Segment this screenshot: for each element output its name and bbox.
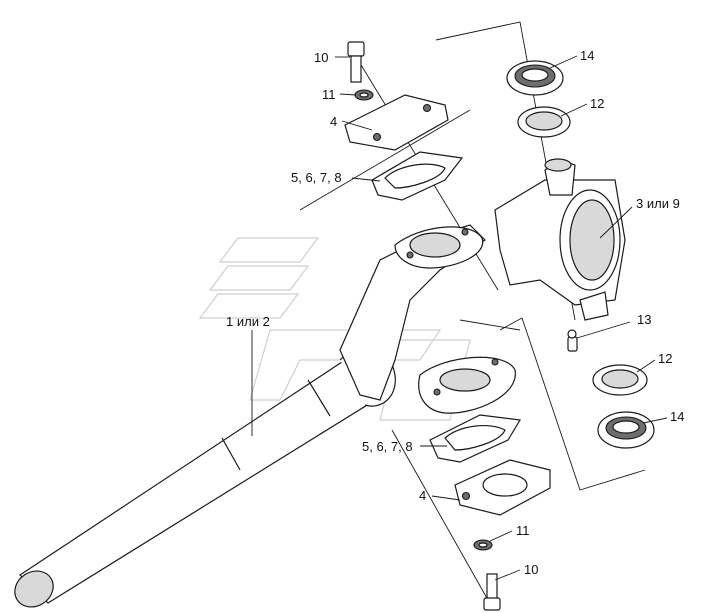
- plate-top: [344, 94, 449, 151]
- callout-labels: 10 11 4 5, 6, 7, 8 14 12 3 или 9 1 или 2…: [226, 48, 684, 577]
- bolt-bottom: [483, 573, 501, 611]
- callout-5-6-7-8-bottom: 5, 6, 7, 8: [362, 439, 413, 454]
- steering-knuckle: [494, 158, 626, 321]
- callout-14-bottom: 14: [670, 409, 684, 424]
- lower-bracket: [418, 356, 516, 414]
- callout-5-6-7-8-top: 5, 6, 7, 8: [291, 170, 342, 185]
- axle-beam: [14, 347, 396, 608]
- callout-14-top: 14: [580, 48, 594, 63]
- steering-arm: [339, 224, 486, 401]
- bearing-top: [506, 60, 564, 96]
- shim-top: [371, 151, 464, 201]
- shim-bottom: [429, 414, 521, 463]
- callout-13: 13: [637, 312, 651, 327]
- callout-3-or-9: 3 или 9: [636, 196, 680, 211]
- watermark-logo: [198, 237, 471, 421]
- callout-11-bottom: 11: [516, 523, 530, 538]
- callout-10-bottom: 10: [524, 562, 538, 577]
- callout-4-top: 4: [330, 114, 337, 129]
- callout-1-or-2: 1 или 2: [226, 314, 270, 329]
- plate-bottom: [454, 459, 551, 516]
- seal-top: [517, 106, 571, 138]
- seal-bottom: [592, 364, 648, 396]
- callout-12-bottom: 12: [658, 351, 672, 366]
- bearing-bottom: [597, 411, 655, 449]
- bolt-top: [347, 41, 365, 83]
- grease-fitting: [567, 329, 578, 352]
- leader-lines: [251, 55, 668, 581]
- callout-4-bottom: 4: [419, 488, 426, 503]
- washer-top: [354, 89, 374, 101]
- callout-10-top: 10: [314, 50, 328, 65]
- washer-bottom: [473, 539, 493, 551]
- callout-12-top: 12: [590, 96, 604, 111]
- callout-11-top: 11: [322, 87, 336, 102]
